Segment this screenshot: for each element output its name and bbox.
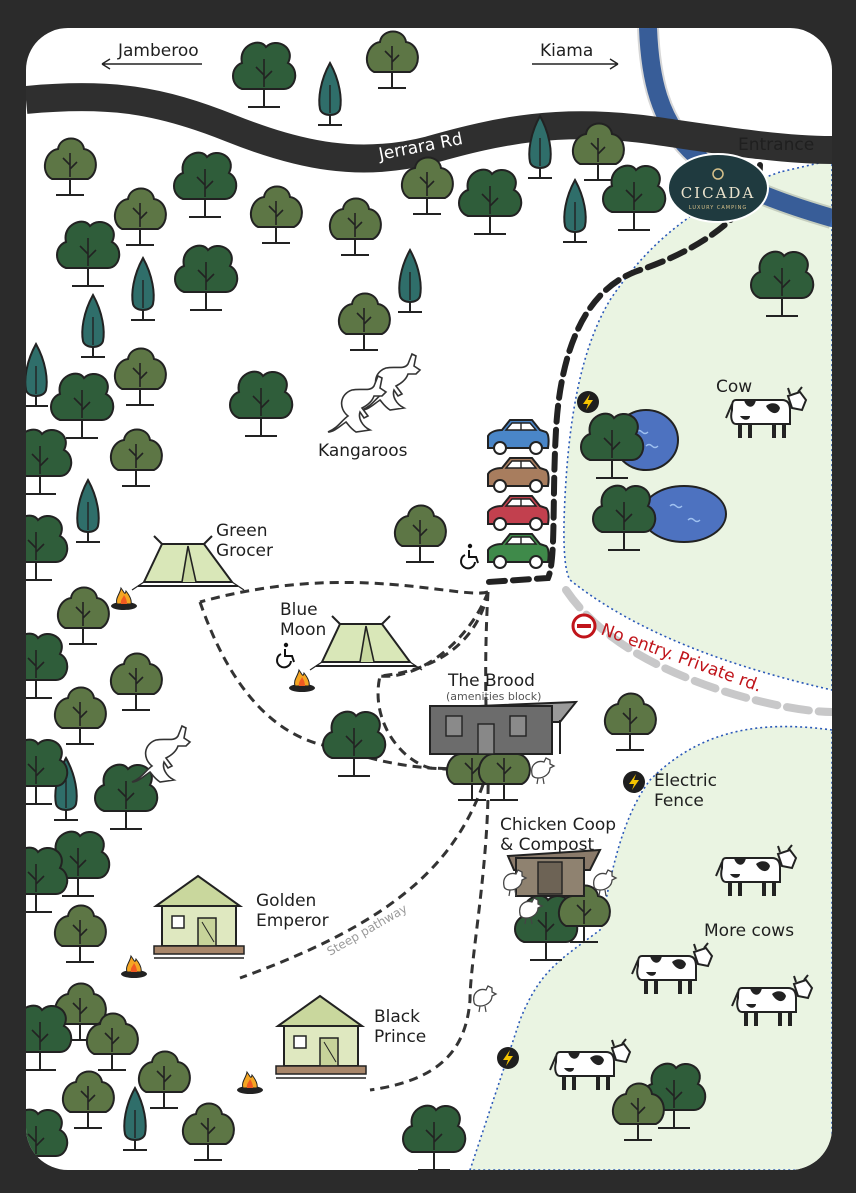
electric-icon <box>497 1047 519 1069</box>
logo-name: CICADA <box>681 184 756 202</box>
private-road <box>562 586 832 716</box>
river <box>639 28 832 227</box>
jamberoo-label: Jamberoo <box>117 41 199 61</box>
jerrara-road <box>26 83 832 173</box>
footpaths <box>198 581 490 1092</box>
chicken-coop <box>506 848 602 897</box>
brood-label: The Brood <box>447 671 535 691</box>
amenities-label: (amenities block) <box>446 690 541 703</box>
direction-kiama: Kiama <box>532 41 619 70</box>
kiama-label: Kiama <box>540 41 593 61</box>
electric-icon <box>623 771 645 793</box>
no-entry-icon <box>571 613 597 639</box>
entrance-drive <box>485 162 763 585</box>
electric-icon <box>577 391 599 413</box>
amenities-building <box>429 700 579 755</box>
more-cows-label: More cows <box>704 921 794 941</box>
cow-label: Cow <box>716 377 752 397</box>
direction-jamberoo: Jamberoo <box>101 41 202 70</box>
entrance-label: Entrance <box>738 135 814 155</box>
kangaroos-label: Kangaroos <box>318 441 408 461</box>
chicken-coop-label: Chicken Coop& Compost <box>500 815 616 855</box>
logo-tagline: LUXURY CAMPING <box>689 205 747 211</box>
cicada-logo: CICADA LUXURY CAMPING <box>667 153 769 223</box>
